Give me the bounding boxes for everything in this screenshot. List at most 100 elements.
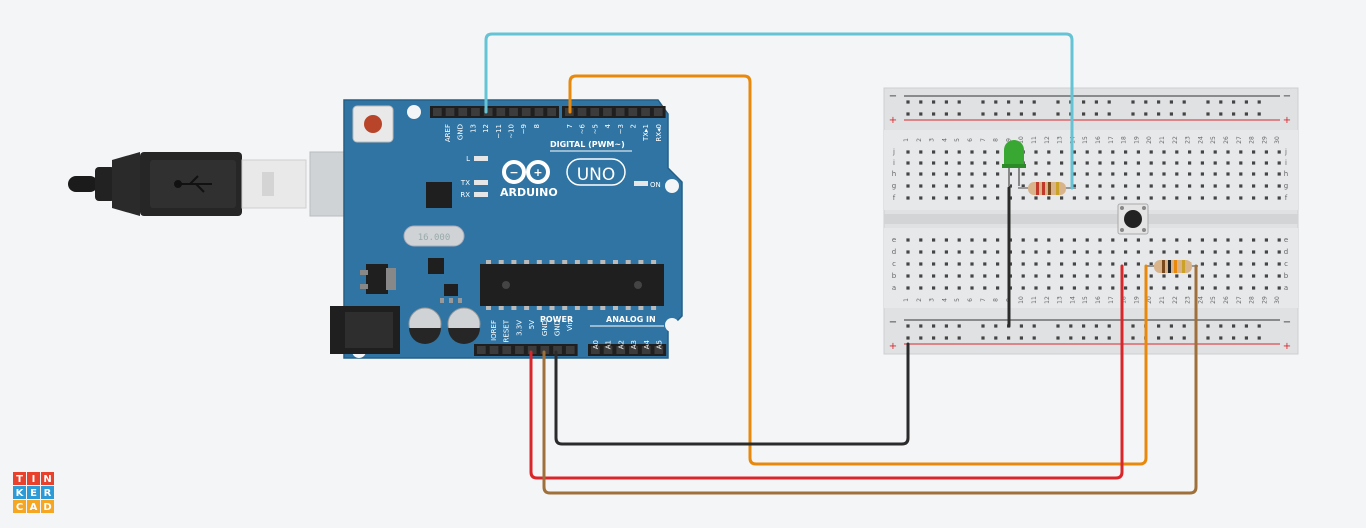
- rail-hole[interactable]: [1157, 324, 1161, 328]
- rail-hole[interactable]: [1206, 112, 1210, 116]
- breadboard-hole[interactable]: [1047, 274, 1051, 278]
- rail-hole[interactable]: [906, 112, 910, 116]
- breadboard-hole[interactable]: [1200, 238, 1204, 242]
- breadboard-hole[interactable]: [906, 172, 910, 176]
- rail-hole[interactable]: [1232, 112, 1236, 116]
- breadboard-hole[interactable]: [996, 262, 1000, 266]
- breadboard-hole[interactable]: [1149, 184, 1153, 188]
- breadboard-hole[interactable]: [1060, 161, 1064, 165]
- header-pin[interactable]: [641, 108, 650, 116]
- breadboard-hole[interactable]: [1175, 196, 1179, 200]
- breadboard-hole[interactable]: [1175, 161, 1179, 165]
- breadboard-hole[interactable]: [1136, 274, 1140, 278]
- breadboard-hole[interactable]: [1021, 238, 1025, 242]
- breadboard-hole[interactable]: [1111, 196, 1115, 200]
- header-pin[interactable]: [445, 108, 455, 116]
- rail-hole[interactable]: [981, 336, 985, 340]
- breadboard-hole[interactable]: [1021, 286, 1025, 290]
- rail-hole[interactable]: [957, 324, 961, 328]
- breadboard-hole[interactable]: [996, 150, 1000, 154]
- breadboard-holes[interactable]: [906, 100, 1281, 340]
- rail-hole[interactable]: [944, 100, 948, 104]
- breadboard-hole[interactable]: [1047, 238, 1051, 242]
- breadboard-hole[interactable]: [1149, 196, 1153, 200]
- rail-hole[interactable]: [1107, 324, 1111, 328]
- rail-hole[interactable]: [957, 336, 961, 340]
- breadboard-hole[interactable]: [1136, 262, 1140, 266]
- header-pin[interactable]: [534, 108, 544, 116]
- digital-pin-headers[interactable]: [430, 106, 666, 118]
- breadboard-hole[interactable]: [944, 262, 948, 266]
- breadboard-hole[interactable]: [1136, 150, 1140, 154]
- breadboard-hole[interactable]: [983, 150, 987, 154]
- breadboard-hole[interactable]: [1239, 161, 1243, 165]
- breadboard-hole[interactable]: [1149, 172, 1153, 176]
- arduino-uno-board[interactable]: 16.000: [330, 99, 683, 359]
- rail-hole[interactable]: [944, 112, 948, 116]
- breadboard-hole[interactable]: [919, 172, 923, 176]
- breadboard-hole[interactable]: [1252, 150, 1256, 154]
- green-led[interactable]: [1002, 140, 1026, 186]
- rail-hole[interactable]: [1182, 336, 1186, 340]
- wire-pin13-to-resistor[interactable]: [484, 32, 1074, 190]
- header-pin[interactable]: [565, 346, 575, 354]
- rail-hole[interactable]: [1219, 100, 1223, 104]
- header-pin[interactable]: [603, 346, 613, 354]
- power-pin-headers[interactable]: [474, 344, 667, 356]
- breadboard-hole[interactable]: [1060, 262, 1064, 266]
- breadboard-hole[interactable]: [1072, 274, 1076, 278]
- rail-hole[interactable]: [919, 100, 923, 104]
- breadboard-hole[interactable]: [1085, 150, 1089, 154]
- breadboard-hole[interactable]: [1188, 274, 1192, 278]
- breadboard-hole[interactable]: [1252, 286, 1256, 290]
- breadboard-hole[interactable]: [1124, 150, 1128, 154]
- breadboard-hole[interactable]: [919, 150, 923, 154]
- rail-hole[interactable]: [906, 336, 910, 340]
- breadboard-hole[interactable]: [983, 250, 987, 254]
- breadboard-hole[interactable]: [1188, 286, 1192, 290]
- breadboard-hole[interactable]: [919, 161, 923, 165]
- breadboard-hole[interactable]: [906, 262, 910, 266]
- header-pin[interactable]: [653, 108, 663, 116]
- breadboard-hole[interactable]: [1239, 286, 1243, 290]
- breadboard-hole[interactable]: [944, 274, 948, 278]
- rail-hole[interactable]: [1182, 112, 1186, 116]
- breadboard-hole[interactable]: [970, 172, 974, 176]
- rail-hole[interactable]: [1032, 112, 1036, 116]
- breadboard-hole[interactable]: [1264, 196, 1268, 200]
- rail-hole[interactable]: [1257, 324, 1261, 328]
- rail-hole[interactable]: [1206, 100, 1210, 104]
- breadboard-hole[interactable]: [957, 172, 961, 176]
- breadboard-hole[interactable]: [1277, 274, 1281, 278]
- rail-hole[interactable]: [1244, 336, 1248, 340]
- breadboard-hole[interactable]: [944, 150, 948, 154]
- rail-hole[interactable]: [957, 112, 961, 116]
- breadboard-hole[interactable]: [944, 238, 948, 242]
- breadboard-hole[interactable]: [1213, 161, 1217, 165]
- rail-hole[interactable]: [919, 336, 923, 340]
- breadboard-hole[interactable]: [1098, 172, 1102, 176]
- rail-hole[interactable]: [981, 324, 985, 328]
- rail-hole[interactable]: [1056, 100, 1060, 104]
- rail-hole[interactable]: [1019, 324, 1023, 328]
- rail-hole[interactable]: [994, 336, 998, 340]
- breadboard-hole[interactable]: [1136, 286, 1140, 290]
- breadboard-hole[interactable]: [919, 250, 923, 254]
- breadboard-hole[interactable]: [906, 274, 910, 278]
- breadboard-hole[interactable]: [1264, 274, 1268, 278]
- breadboard-hole[interactable]: [1098, 184, 1102, 188]
- breadboard-hole[interactable]: [1162, 150, 1166, 154]
- breadboard-hole[interactable]: [944, 286, 948, 290]
- breadboard-hole[interactable]: [1252, 250, 1256, 254]
- breadboard-hole[interactable]: [1060, 274, 1064, 278]
- breadboard-hole[interactable]: [1226, 250, 1230, 254]
- breadboard-hole[interactable]: [1188, 196, 1192, 200]
- breadboard-hole[interactable]: [1200, 184, 1204, 188]
- rail-hole[interactable]: [1144, 100, 1148, 104]
- breadboard-hole[interactable]: [1162, 250, 1166, 254]
- rail-hole[interactable]: [1107, 112, 1111, 116]
- breadboard-hole[interactable]: [1124, 250, 1128, 254]
- rail-hole[interactable]: [1257, 100, 1261, 104]
- breadboard-hole[interactable]: [1200, 150, 1204, 154]
- breadboard-hole[interactable]: [1149, 250, 1153, 254]
